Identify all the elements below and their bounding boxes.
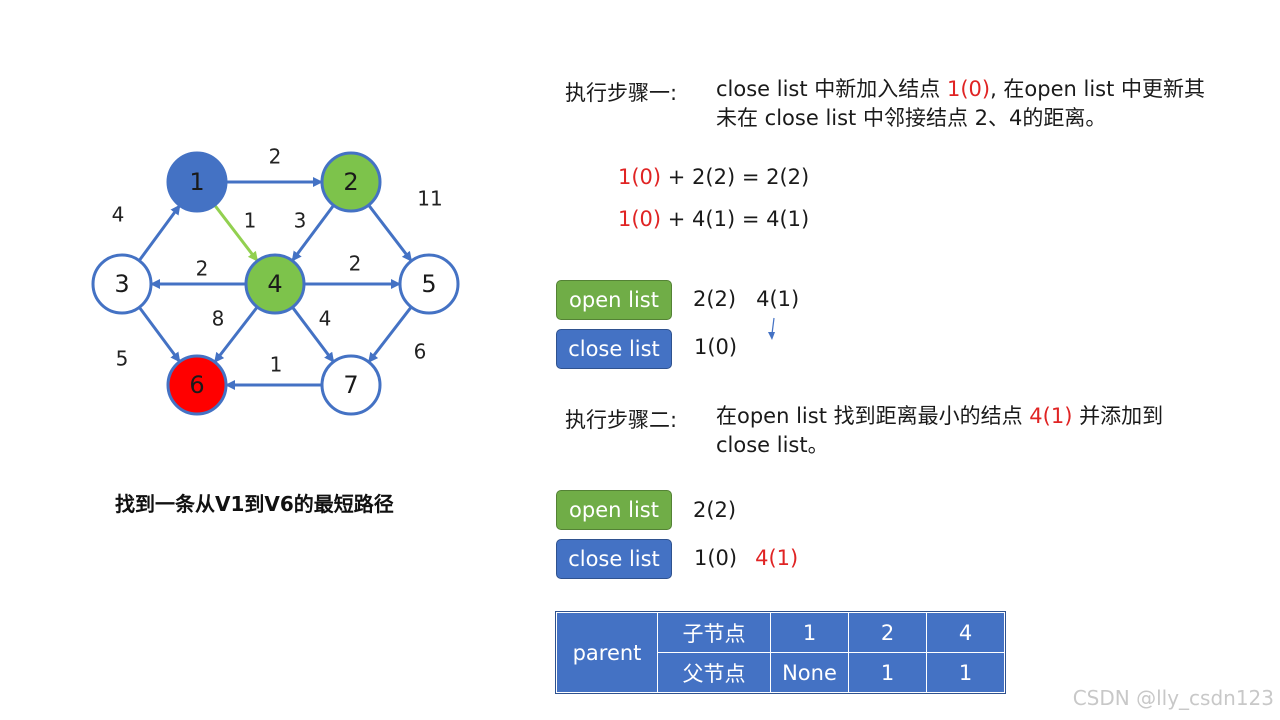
node-circle-5 — [398, 253, 460, 315]
step1-line1: close list 中新加入结点 1(0), 在open list 中更新其 — [716, 75, 1205, 104]
edge-1-4 — [213, 204, 258, 262]
close-list-values-2: 1(0) 4(1) — [694, 546, 798, 570]
step2-description: 在open list 找到距离最小的结点 4(1) 并添加到 close lis… — [716, 402, 1163, 460]
equation-2-rest: + 4(1) = 4(1) — [661, 207, 810, 231]
node-3: 3 — [91, 253, 153, 315]
node-label-6: 6 — [189, 371, 204, 399]
node-label-3: 3 — [114, 270, 129, 298]
parent-header-cell: parent — [556, 612, 658, 693]
edge-weight-4-6: 8 — [212, 307, 225, 331]
node-circle-7 — [320, 354, 382, 416]
table-cell: None — [770, 652, 849, 693]
edge-weight-5-7: 6 — [414, 340, 427, 364]
edge-weight-4-7: 4 — [319, 307, 332, 331]
step1-text-b: , 在open list 中更新其 — [990, 77, 1206, 101]
open-list-values-2: 2(2) — [693, 498, 737, 522]
edges-layer: 2 4 1 3 11 2 2 5 8 4 6 1 — [112, 145, 443, 390]
node-6: 6 — [166, 354, 228, 416]
equation-1-base: 1(0) — [618, 165, 662, 189]
node-circle-2 — [320, 151, 382, 213]
step1-node-highlight: 1(0) — [946, 77, 991, 101]
node-1: 1 — [166, 151, 228, 213]
edge-5-7 — [368, 306, 413, 363]
edge-weight-2-4: 3 — [294, 209, 307, 233]
watermark: CSDN @lly_csdn123 — [1072, 686, 1274, 710]
equation-2: 1(0) + 4(1) = 4(1) — [618, 207, 809, 231]
step2-node-highlight: 4(1) — [1029, 404, 1073, 428]
edge-weight-3-6: 5 — [116, 347, 129, 371]
nodes-layer: 1 2 3 4 5 6 7 — [91, 151, 460, 416]
parent-table: parent 子节点 1 2 4 父节点 None 1 1 — [555, 611, 1006, 694]
node-circle-1 — [166, 151, 228, 213]
step1-label: 执行步骤一: — [565, 81, 678, 105]
step1-line2: 未在 close list 中邻接结点 2、4的距离。 — [716, 106, 1107, 130]
edge-2-4 — [291, 204, 335, 262]
table-cell: 1 — [770, 612, 849, 653]
step1-text-a: close list 中新加入结点 — [716, 77, 947, 101]
step2-text-a: 在open list 找到距离最小的结点 — [716, 404, 1030, 428]
edge-weight-4-3: 2 — [196, 257, 209, 281]
table-row: parent 子节点 1 2 4 — [556, 612, 1005, 693]
edge-weight-2-5: 11 — [417, 187, 442, 211]
node-label-5: 5 — [421, 270, 436, 298]
table-cell: 2 — [848, 612, 927, 653]
node-7: 7 — [320, 354, 382, 416]
node-5: 5 — [398, 253, 460, 315]
step2-line2: close list。 — [716, 433, 829, 457]
edge-weight-4-5: 2 — [349, 252, 362, 276]
edge-4-6 — [214, 306, 259, 363]
node-circle-3 — [91, 253, 153, 315]
node-label-1: 1 — [189, 168, 204, 196]
edge-3-1 — [137, 204, 181, 262]
step1-description: close list 中新加入结点 1(0), 在open list 中更新其 … — [716, 75, 1205, 133]
update-arrow-icon — [768, 317, 775, 340]
node-circle-4 — [244, 253, 306, 315]
edge-weight-3-1: 4 — [112, 203, 125, 227]
step2-line1: 在open list 找到距离最小的结点 4(1) 并添加到 — [716, 402, 1163, 431]
node-circle-6 — [166, 354, 228, 416]
table-cell: 4 — [926, 612, 1005, 653]
step2-label: 执行步骤二: — [565, 408, 678, 432]
close-list-value-new: 4(1) — [755, 546, 799, 570]
close-list-badge-1: close list — [556, 329, 672, 369]
graph-caption: 找到一条从V1到V6的最短路径 — [115, 492, 394, 516]
edge-weight-7-6: 1 — [270, 353, 283, 377]
edge-weight-1-2: 2 — [269, 145, 282, 169]
open-list-values-1: 2(2) 4(1) — [693, 287, 800, 311]
open-list-badge-1: open list — [556, 280, 672, 320]
edge-4-7 — [291, 306, 335, 363]
node-2: 2 — [320, 151, 382, 213]
close-list-badge-2: close list — [556, 539, 672, 579]
edge-2-5 — [367, 204, 412, 262]
node-label-7: 7 — [343, 371, 358, 399]
table-row: 父节点 None 1 1 — [557, 652, 1005, 693]
close-list-value-plain: 1(0) — [694, 546, 738, 570]
equation-1-rest: + 2(2) = 2(2) — [661, 165, 810, 189]
edge-weight-1-4: 1 — [244, 209, 257, 233]
table-cell: 1 — [926, 652, 1005, 693]
child-label-cell: 子节点 — [657, 612, 771, 653]
node-label-4: 4 — [267, 270, 282, 298]
graph-diagram: 2 4 1 3 11 2 2 5 8 4 6 1 1 2 3 4 5 6 7 — [91, 145, 460, 416]
node-4: 4 — [244, 253, 306, 315]
step2-text-b: 并添加到 — [1072, 404, 1164, 428]
parent-label-cell: 父节点 — [657, 652, 771, 693]
edge-3-6 — [138, 306, 181, 363]
table-cell: 1 — [848, 652, 927, 693]
equation-2-base: 1(0) — [618, 207, 662, 231]
open-list-badge-2: open list — [556, 490, 672, 530]
node-label-2: 2 — [343, 168, 358, 196]
close-list-values-1: 1(0) — [694, 335, 738, 359]
equation-1: 1(0) + 2(2) = 2(2) — [618, 165, 809, 189]
